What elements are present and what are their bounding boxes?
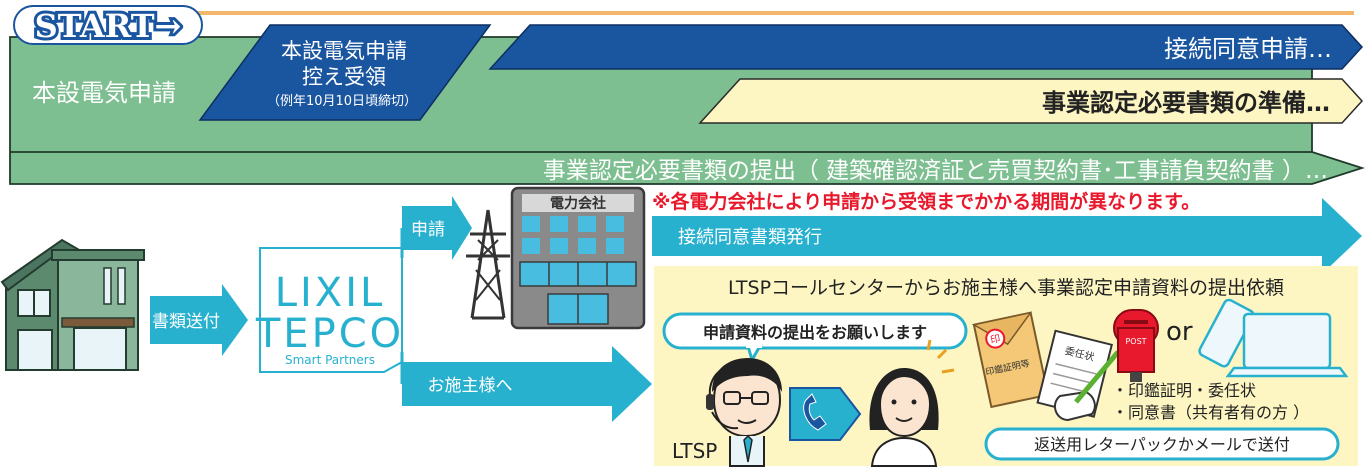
lixil-tepco-logo: LIXIL TEPCO Smart Partners — [255, 247, 404, 373]
bullet-1: ・印鑑証明・委任状 — [1112, 381, 1256, 400]
proxy-document-icon: 委任状 — [1036, 329, 1120, 422]
post-box-icon: POST — [1113, 309, 1159, 382]
post-label: POST — [1125, 337, 1146, 346]
receipt-box — [198, 24, 492, 121]
ltsp-operator-icon — [706, 358, 782, 467]
apply-arrow — [402, 196, 472, 260]
to-owner-arrow — [402, 346, 652, 422]
speech-text: 申請資料の提出をお願いします — [703, 323, 927, 342]
stage-label: 本設電気申請 — [32, 79, 176, 107]
bullet-2: ・同意書（共有者有の方 ） — [1112, 403, 1309, 422]
logo-line2: TEPCO — [255, 311, 404, 357]
house-icon — [0, 238, 145, 371]
request-title: LTSPコールセンターからお施主様へ事業認定申請資料の提出依頼 — [728, 277, 1284, 299]
laptop-icon — [1225, 312, 1349, 378]
consent-doc-issued-arrow — [652, 198, 1362, 274]
phone-call-icon — [789, 387, 862, 441]
receipt-note: （例年10月10日頃締切） — [267, 93, 417, 109]
power-company-label: 電力会社 — [550, 195, 606, 212]
power-company-building-icon: 電力会社 — [510, 186, 646, 330]
consent-application-bar — [488, 24, 1364, 70]
start-badge: START→ — [13, 4, 203, 48]
to-owner-label: お施主様へ — [428, 376, 513, 396]
or-label: or — [1166, 317, 1193, 347]
apply-label: 申請 — [411, 220, 445, 240]
doc-prep-bar — [698, 78, 1364, 124]
receipt-line1: 本設電気申請 — [281, 39, 407, 63]
send-docs-label: 書類送付 — [152, 312, 220, 332]
top-orange-line — [24, 11, 1354, 15]
doc-prep-label: 事業認定必要書類の準備… — [1042, 89, 1330, 117]
seal-label: 印 — [989, 333, 1001, 347]
return-method-label: 返送用レターパックかメールで送付 — [1034, 435, 1290, 454]
smartphone-icon — [1198, 298, 1255, 368]
doc-submission-label: 事業認定必要書類の提出（ 建築確認済証と売買契約書･工事請負契約書 ）… — [543, 158, 1328, 184]
seal-envelope-icon: 印 印鑑証明等 — [971, 311, 1050, 409]
logo-line1: LIXIL — [275, 270, 386, 316]
speech-bubble: 申請資料の提出をお願いします — [662, 312, 968, 364]
send-docs-arrow — [150, 284, 248, 356]
customer-icon — [869, 339, 955, 467]
consent-application-label: 接続同意申請… — [1164, 35, 1332, 63]
ltsp-label: LTSP — [672, 439, 717, 463]
logo-line3: Smart Partners — [285, 353, 375, 367]
notice-text: ※各電力会社により申請から受領までかかる期間が異なります。 — [652, 190, 1200, 213]
transmission-tower-icon — [466, 209, 510, 320]
return-method-pill — [984, 427, 1340, 461]
consent-doc-issued-label: 接続同意書類発行 — [678, 227, 822, 248]
receipt-line2: 控え受領 — [302, 65, 386, 89]
start-label: START→ — [35, 7, 182, 45]
